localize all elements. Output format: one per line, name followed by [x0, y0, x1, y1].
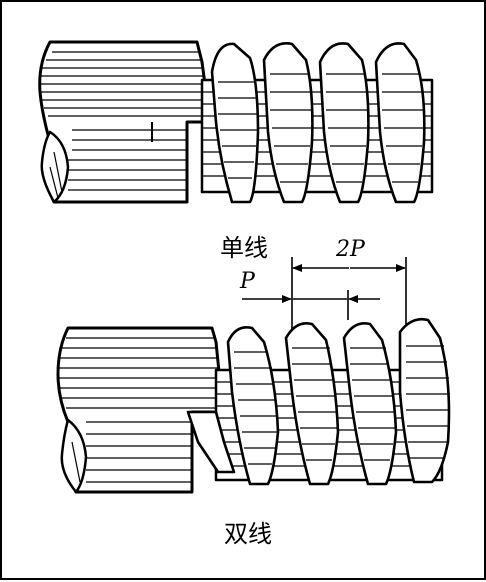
single-shank-hatch [40, 51, 207, 191]
pitch-label: P [239, 269, 256, 294]
double-broken-end [60, 418, 88, 494]
double-shank-hatch [59, 337, 221, 483]
double-thread-screw [56, 317, 451, 494]
single-thread-label: 单线 [220, 234, 268, 262]
pitch-dimensions [242, 257, 407, 330]
single-thread-screw [38, 40, 434, 204]
double-thread-label: 双线 [224, 520, 272, 548]
single-broken-end [40, 130, 70, 204]
double-pitch-label: 2P [335, 237, 366, 262]
